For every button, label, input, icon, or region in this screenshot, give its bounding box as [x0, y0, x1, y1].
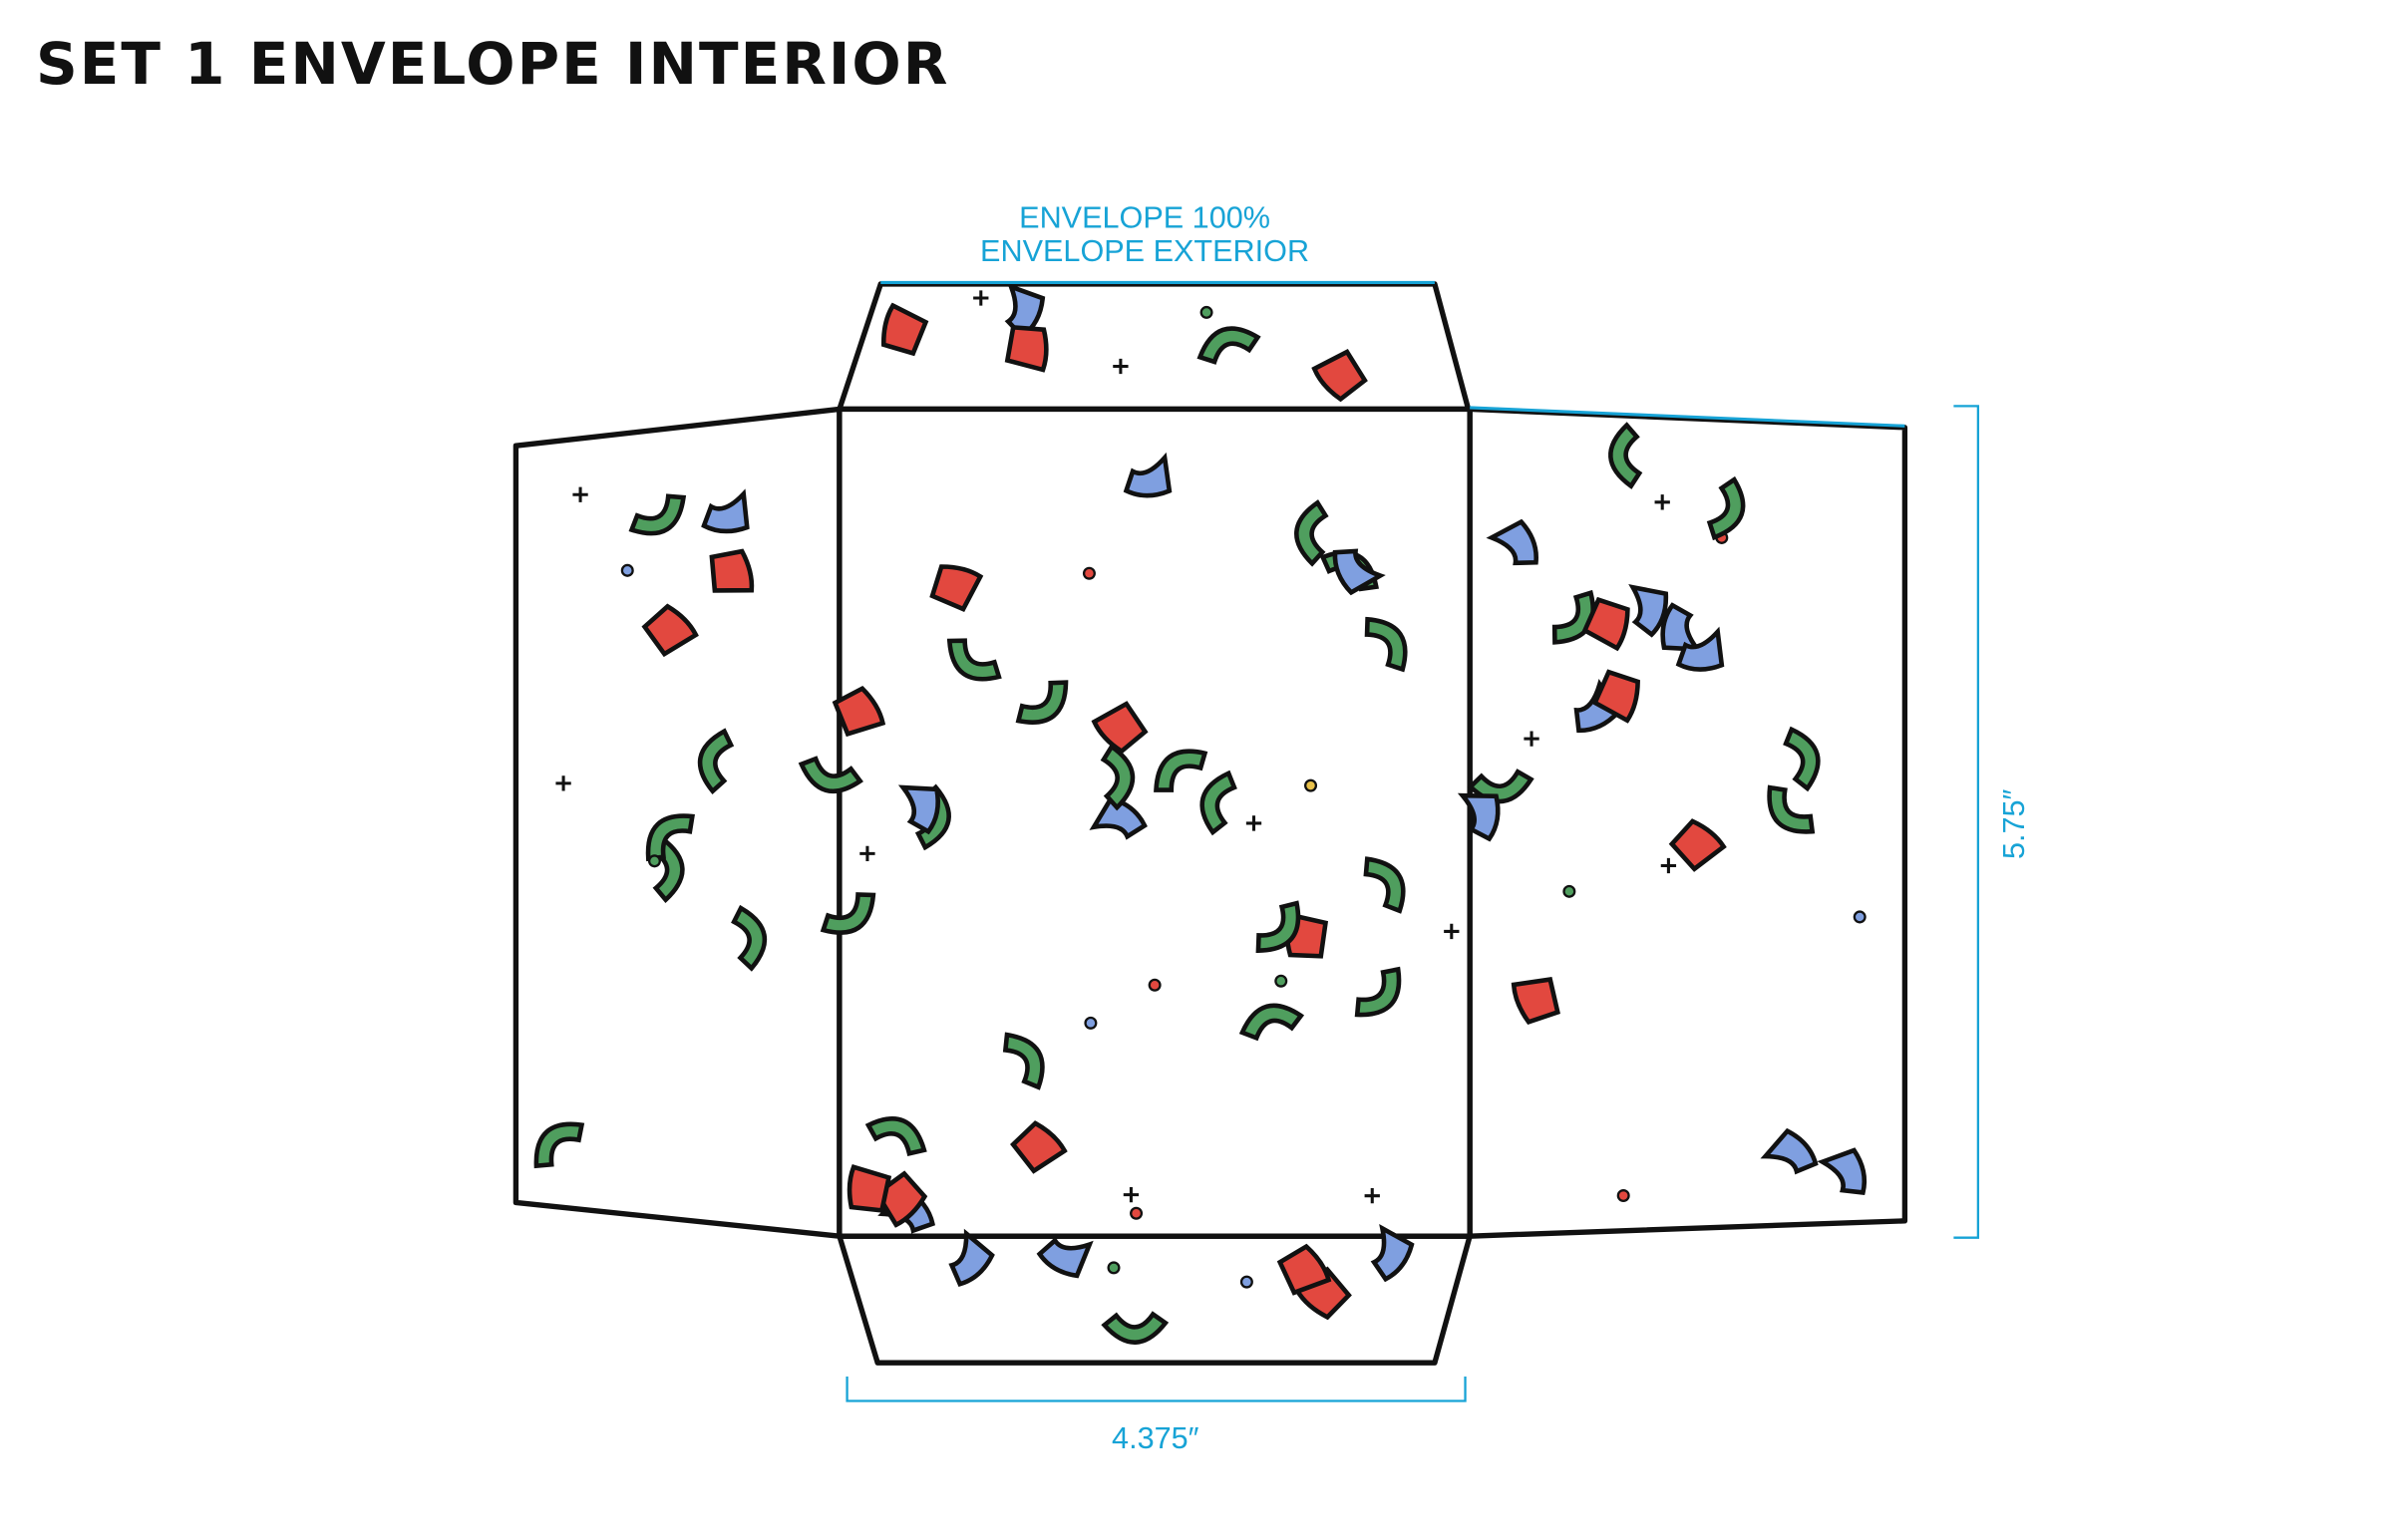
dot-confetti [620, 563, 634, 577]
green-confetti [1100, 743, 1136, 811]
plus-confetti [555, 775, 571, 791]
green-confetti [1783, 726, 1821, 792]
width-dimension-label: 4.375″ [1112, 1421, 1199, 1455]
green-confetti [1002, 1032, 1045, 1090]
green-confetti [820, 892, 876, 935]
dot-confetti [1148, 978, 1162, 992]
plus-confetti [859, 845, 875, 862]
dot-confetti [1082, 566, 1096, 580]
plus-confetti [1364, 1188, 1380, 1204]
blue-confetti [1457, 792, 1501, 842]
blue-confetti [1370, 1223, 1415, 1283]
red-confetti [880, 302, 929, 357]
green-confetti [1101, 1311, 1170, 1345]
right-guide-line [1470, 406, 1905, 428]
plus-confetti [1245, 815, 1262, 831]
blue-confetti [1123, 452, 1173, 498]
red-confetti [832, 685, 886, 738]
blue-confetti [1660, 602, 1703, 653]
red-confetti [929, 564, 984, 612]
red-confetti [1010, 1120, 1068, 1174]
green-confetti [1196, 326, 1261, 365]
green-confetti [731, 904, 768, 972]
height-dimension-line [1953, 405, 1980, 1239]
plus-confetti [1660, 857, 1677, 874]
dot-confetti [1199, 305, 1213, 319]
blue-confetti [1332, 548, 1386, 596]
red-confetti [641, 603, 699, 658]
top-flap [837, 281, 1472, 413]
red-confetti [1004, 324, 1049, 373]
blue-confetti [897, 784, 941, 835]
plus-confetti [1444, 923, 1460, 940]
blue-confetti [1760, 1127, 1819, 1175]
dot-confetti [1239, 1275, 1253, 1289]
dot-confetti [1562, 884, 1576, 898]
page-title: SET 1 ENVELOPE INTERIOR [36, 30, 950, 98]
plus-confetti [973, 290, 989, 306]
plus-confetti [1654, 494, 1670, 510]
height-dimension-label: 5.75″ [1997, 788, 2031, 859]
confetti-pattern [533, 282, 1868, 1345]
green-confetti [1767, 784, 1816, 834]
plus-confetti [1524, 731, 1539, 747]
red-confetti [1294, 1266, 1352, 1321]
blue-confetti [1036, 1236, 1094, 1279]
center-panel [837, 406, 1473, 1239]
green-confetti [946, 638, 1002, 682]
plus-confetti [1123, 1186, 1140, 1203]
red-confetti [1311, 349, 1368, 403]
green-confetti [1363, 856, 1406, 914]
red-confetti [709, 548, 755, 593]
bottom-flap [837, 1233, 1473, 1366]
green-confetti [864, 1115, 927, 1156]
green-confetti [697, 728, 735, 795]
dot-confetti [1616, 1189, 1630, 1203]
green-confetti [628, 493, 687, 536]
green-confetti [1354, 966, 1402, 1018]
dot-confetti [1130, 1206, 1144, 1220]
plus-confetti [1113, 358, 1129, 375]
dot-confetti [1274, 974, 1288, 988]
green-confetti [1294, 499, 1329, 567]
green-confetti [1199, 770, 1237, 836]
green-confetti [1154, 749, 1208, 792]
blue-confetti [1573, 678, 1621, 734]
blue-confetti [1486, 518, 1538, 566]
green-confetti [1608, 422, 1643, 489]
dot-confetti [647, 854, 661, 868]
green-confetti [1706, 475, 1746, 541]
green-confetti [1364, 616, 1408, 673]
red-confetti [1581, 596, 1630, 652]
red-confetti [847, 1164, 892, 1213]
blue-confetti [1628, 584, 1669, 638]
green-confetti [645, 813, 695, 862]
width-dimension-line [846, 1376, 1467, 1402]
blue-confetti [1675, 626, 1725, 672]
red-confetti [1091, 701, 1149, 755]
plus-confetti [572, 486, 588, 502]
green-confetti [798, 756, 863, 794]
dot-confetti [1304, 778, 1318, 792]
green-confetti [1255, 900, 1301, 954]
green-confetti [533, 1121, 585, 1169]
red-confetti [1276, 1243, 1332, 1296]
green-confetti [1015, 680, 1069, 725]
dot-confetti [1107, 1261, 1121, 1275]
envelope-scale-label: ENVELOPE 100% [1019, 200, 1270, 234]
dot-confetti [1853, 910, 1867, 924]
red-confetti [1511, 977, 1560, 1026]
blue-confetti [701, 488, 750, 534]
dot-confetti [1084, 1016, 1098, 1030]
red-confetti [1668, 818, 1727, 872]
blue-confetti [948, 1228, 995, 1288]
envelope-exterior-label: ENVELOPE EXTERIOR [980, 234, 1309, 268]
right-flap [1467, 406, 1908, 1239]
blue-confetti [1817, 1147, 1868, 1195]
red-confetti [1591, 669, 1640, 724]
green-confetti [1238, 1003, 1305, 1042]
